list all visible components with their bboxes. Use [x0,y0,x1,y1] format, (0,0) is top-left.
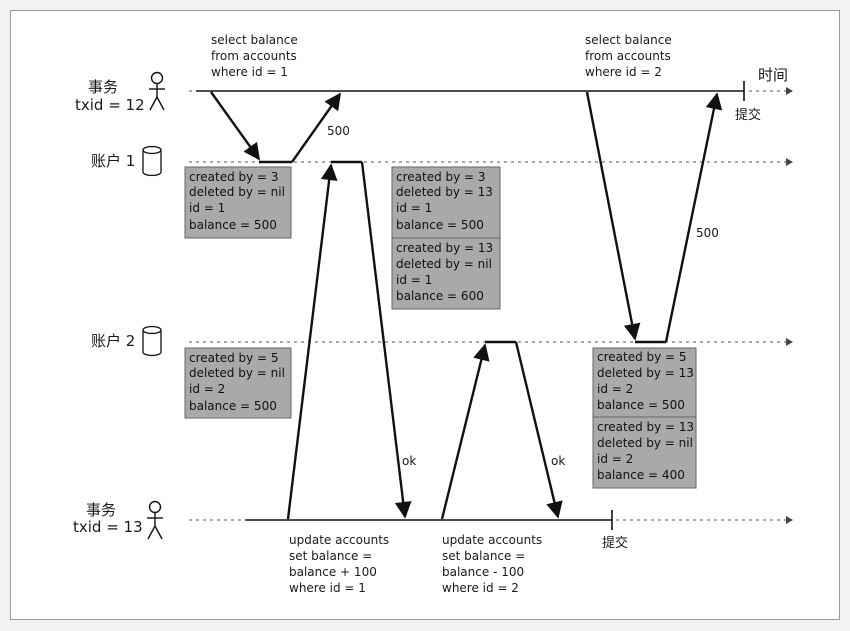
version-field: created by = 13 [597,420,694,434]
update1-ok-label: ok [402,454,416,468]
version-field: created by = 5 [597,350,687,364]
version-field: id = 2 [189,382,225,396]
version-field: deleted by = nil [597,436,693,450]
version-field: created by = 13 [396,241,493,255]
tx13-commit-label: 提交 [602,535,628,551]
tx13-update2-line: update accounts [442,533,542,547]
tx13-person-icon [147,500,163,540]
account1-label: 账户 1 [91,152,135,170]
tx12-query1-line: where id = 1 [211,65,288,79]
version-field: balance = 500 [396,218,484,232]
version-field: deleted by = nil [396,257,492,271]
tx13-update2: update accounts set balance = balance - … [442,533,542,595]
tx13-txid: txid = 13 [73,518,143,536]
tx13-update1-line: where id = 1 [289,581,366,595]
version-field: created by = 3 [189,170,279,184]
account2-label: 账户 2 [91,332,135,350]
version-field: deleted by = 13 [396,185,493,199]
account2-version-box: created by = 13 deleted by = nil id = 2 … [592,416,697,489]
account1-timeline-arrowhead [786,158,793,166]
time-label: 时间 [758,66,788,84]
tx12-query2: select balance from accounts where id = … [585,33,672,79]
query1-response-arrow [291,92,341,163]
version-field: created by = 5 [189,351,279,365]
tx12-query1-line: from accounts [211,49,297,63]
account2-database-icon [142,325,162,357]
tx13-update2-line: balance - 100 [442,565,524,579]
query2-result-label: 500 [696,226,719,240]
account1-database-icon [142,145,162,177]
tx12-query2-line: from accounts [585,49,671,63]
version-field: deleted by = 13 [597,366,694,380]
query1-request-arrow [210,91,260,161]
account2-version-box: created by = 5 deleted by = 13 id = 2 ba… [592,347,697,418]
account2-timeline-arrowhead [786,338,793,346]
version-field: created by = 3 [396,170,486,184]
tx12-person-icon [149,71,165,111]
version-field: balance = 500 [189,218,277,232]
update1-response-arrow [360,161,412,519]
tx13-timeline-arrowhead [786,516,793,524]
version-field: balance = 400 [597,468,685,482]
version-field: id = 2 [597,452,633,466]
tx12-query1-line: select balance [211,33,298,47]
tx13-update1: update accounts set balance = balance + … [289,533,389,595]
tx12-txid: txid = 12 [75,96,145,114]
version-field: deleted by = nil [189,366,285,380]
tx12-query2-line: where id = 2 [585,65,662,79]
tx12-label: 事务 [88,78,118,96]
tx13-update1-line: update accounts [289,533,389,547]
version-field: id = 1 [189,201,225,215]
tx13-update2-line: where id = 2 [442,581,519,595]
mvcc-diagram: 时间 事务 txid = 12 事务 txid = 13 账户 1 账户 2 [73,33,793,595]
version-field: id = 2 [597,382,633,396]
version-field: balance = 500 [597,398,685,412]
tx13-label: 事务 [86,501,116,519]
tx13-update1-line: balance + 100 [289,565,377,579]
version-field: deleted by = nil [189,185,285,199]
version-field: id = 1 [396,201,432,215]
version-field: balance = 600 [396,289,484,303]
update1-request-arrow [286,163,338,520]
account1-version-box: created by = 13 deleted by = nil id = 1 … [391,237,501,310]
query1-result-label: 500 [327,124,350,138]
tx12-commit-label: 提交 [735,107,761,123]
update2-request-arrow [440,343,490,520]
account1-version-box: created by = 3 deleted by = 13 id = 1 ba… [391,166,501,239]
query2-request-arrow [585,91,641,341]
update2-ok-label: ok [551,454,565,468]
tx13-update2-line: set balance = [442,549,525,563]
version-field: id = 1 [396,273,432,287]
tx12-timeline-arrowhead [786,87,793,95]
update2-response-arrow [514,341,563,519]
tx12-query2-line: select balance [585,33,672,47]
account2-version-box: created by = 5 deleted by = nil id = 2 b… [184,347,292,419]
query2-response-arrow [664,92,723,343]
version-field: balance = 500 [189,399,277,413]
diagram-frame: 时间 事务 txid = 12 事务 txid = 13 账户 1 账户 2 [10,10,840,620]
tx12-query1: select balance from accounts where id = … [211,33,298,79]
account1-version-box: created by = 3 deleted by = nil id = 1 b… [184,166,292,239]
tx13-update1-line: set balance = [289,549,372,563]
